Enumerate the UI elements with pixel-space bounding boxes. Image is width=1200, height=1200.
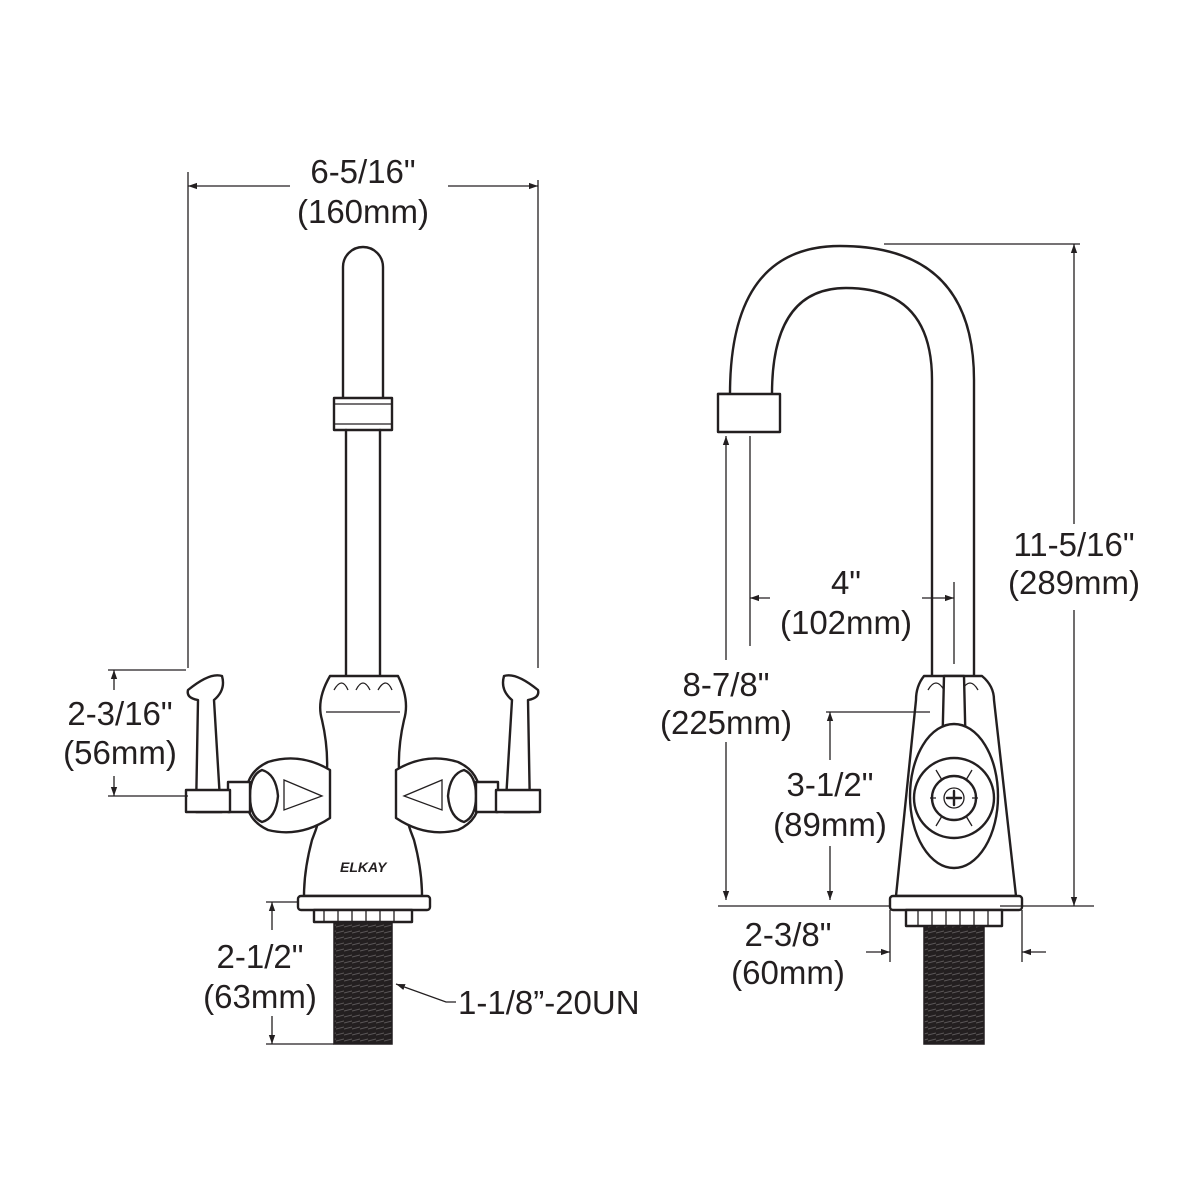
dimension-lines bbox=[108, 172, 1094, 1045]
handle-center-imperial: 3-1/2" bbox=[787, 766, 874, 803]
base-depth-imperial: 2-3/8" bbox=[745, 916, 832, 953]
shank-length-imperial: 2-1/2" bbox=[217, 938, 304, 975]
overall-height-metric: (289mm) bbox=[1008, 564, 1140, 601]
base-flange bbox=[296, 894, 432, 912]
overall-width-metric: (160mm) bbox=[297, 193, 429, 230]
right-valve-stem bbox=[474, 780, 500, 814]
base-depth-metric: (60mm) bbox=[731, 954, 845, 991]
spout-collar bbox=[332, 396, 394, 432]
spout-riser bbox=[344, 428, 382, 678]
threaded-shank bbox=[333, 921, 393, 1045]
overall-height-imperial: 11-5/16" bbox=[1013, 526, 1134, 563]
lock-nut bbox=[312, 908, 414, 924]
side-view bbox=[716, 244, 1024, 1045]
spout-reach-metric: (102mm) bbox=[780, 604, 912, 641]
dimension-labels: 6-5/16" (160mm) 2-3/16" (56mm) 2-1/2" (6… bbox=[63, 153, 1140, 1021]
thread-spec-label: 1-1/8”-20UN bbox=[458, 984, 640, 1021]
spout-clearance-metric: (225mm) bbox=[660, 704, 792, 741]
spout-outlet bbox=[716, 392, 782, 434]
spout-reach-imperial: 4" bbox=[831, 564, 861, 601]
side-threaded-shank bbox=[923, 925, 985, 1045]
left-handle bbox=[186, 674, 225, 814]
left-valve-stem bbox=[226, 780, 252, 814]
spout-tip bbox=[341, 245, 385, 400]
spout-clearance-imperial: 8-7/8" bbox=[683, 666, 770, 703]
right-handle bbox=[501, 674, 540, 814]
brand-logo: ELKAY bbox=[340, 859, 388, 875]
overall-width-imperial: 6-5/16" bbox=[310, 153, 415, 190]
shank-length-metric: (63mm) bbox=[203, 978, 317, 1015]
side-base-flange bbox=[888, 894, 1024, 912]
handle-height-metric: (56mm) bbox=[63, 734, 177, 771]
gooseneck-outer bbox=[716, 244, 976, 678]
handle-center-metric: (89mm) bbox=[773, 806, 887, 843]
handle-height-imperial: 2-3/16" bbox=[67, 695, 172, 732]
front-view: ELKAY bbox=[184, 245, 542, 1045]
gooseneck-inner bbox=[770, 286, 934, 678]
